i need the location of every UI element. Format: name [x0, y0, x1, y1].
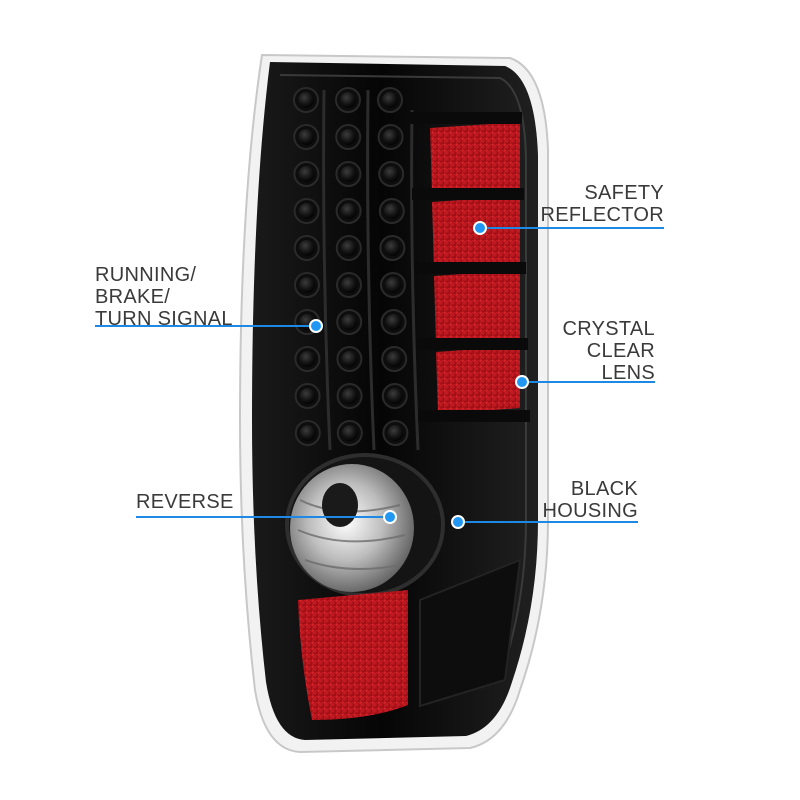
led-bulb [385, 277, 401, 293]
led-column-ridges [322, 89, 420, 451]
callout-crystal-line-2: CLEAR [586, 340, 655, 362]
led-bulb [341, 351, 358, 367]
callout-black-line-1: BLACK [570, 478, 638, 500]
callout-label-black: BLACK HOUSING [543, 478, 638, 522]
callout-running-line-2: BRAKE/ [95, 286, 171, 308]
lower-red-reflector [298, 590, 408, 720]
led-bulb [298, 92, 314, 108]
led-bulb [341, 388, 358, 404]
led-bulb [340, 203, 357, 219]
callout-dot-reverse [383, 510, 397, 524]
led-bulb [298, 166, 315, 182]
led-bulb [386, 388, 403, 404]
callout-reverse-line-1: REVERSE [136, 491, 234, 513]
led-bulb [298, 129, 315, 145]
callout-black-line-2: HOUSING [542, 500, 638, 522]
led-bulb [384, 240, 401, 256]
led-bulb [387, 425, 404, 441]
led-bulb [341, 425, 358, 441]
housing-inner-edge [279, 74, 527, 673]
led-bulb [341, 314, 358, 330]
callout-label-running: RUNNING/ BRAKE/ TURN SIGNAL [95, 264, 233, 330]
led-bulb [382, 92, 398, 108]
led-bulb [299, 351, 316, 367]
callout-safety-line-2: REFLECTOR [540, 204, 664, 226]
callout-running-line-1: RUNNING/ [95, 264, 197, 286]
led-bulb [382, 129, 399, 145]
led-array [293, 87, 409, 446]
callout-dot-black [451, 515, 465, 529]
callout-crystal-line-3: LENS [601, 362, 655, 384]
led-bulb [386, 351, 403, 367]
led-bulb [298, 203, 315, 219]
callout-crystal-line-1: CRYSTAL [562, 318, 655, 340]
safety-reflector-segments [410, 112, 530, 422]
callout-label-crystal: CRYSTAL CLEAR LENS [562, 318, 655, 384]
led-bulb [340, 92, 356, 108]
led-bulb [340, 166, 357, 182]
callout-label-safety: SAFETY REFLECTOR [541, 182, 664, 226]
callout-dot-safety [473, 221, 487, 235]
led-bulb [340, 129, 357, 145]
led-bulb [340, 240, 357, 256]
callout-safety-line-1: SAFETY [584, 182, 664, 204]
reverse-light-pod [285, 453, 445, 597]
led-bulb [298, 240, 315, 256]
callout-dot-crystal [515, 375, 529, 389]
callout-running-line-3: TURN SIGNAL [95, 308, 233, 330]
led-bulb [383, 166, 400, 182]
callout-dot-running [309, 319, 323, 333]
led-bulb [299, 277, 315, 293]
led-bulb [385, 314, 402, 330]
callout-label-reverse: REVERSE [136, 491, 234, 513]
led-bulb [341, 277, 357, 293]
led-bulb [383, 203, 400, 219]
led-bulb [299, 388, 316, 404]
led-bulb [299, 425, 316, 441]
